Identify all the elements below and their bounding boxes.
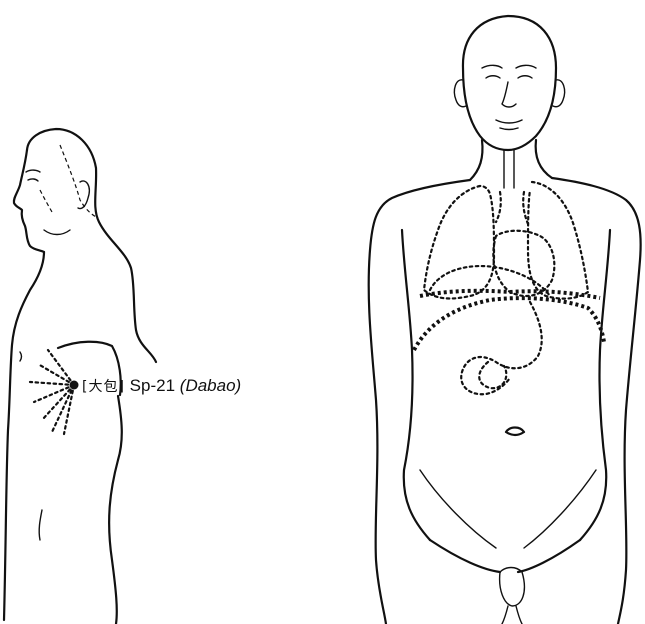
side-figure-brow <box>26 170 40 172</box>
acupoint-code: Sp-21 <box>130 376 175 395</box>
side-figure-chest-outline <box>4 252 44 620</box>
front-figure-left-lung <box>424 186 494 298</box>
side-figure-torso-side <box>109 396 122 624</box>
front-figure-right-shoulder-arm <box>552 178 641 624</box>
front-figure-heart <box>493 231 554 296</box>
side-figure-ear <box>78 181 89 209</box>
acupoint-pinyin: (Dabao) <box>180 376 241 395</box>
front-figure-mouth <box>496 120 522 130</box>
side-figure-eye <box>28 179 38 181</box>
front-figure-groin <box>430 540 580 572</box>
front-view-figure <box>369 16 641 624</box>
front-figure-nose <box>502 82 516 107</box>
acupoint-rib-lines <box>30 350 74 434</box>
side-figure-jaw <box>44 230 70 235</box>
acupoint-chinese-name: [大包] <box>82 379 125 395</box>
acupoint-label: [大包] Sp-21 (Dabao) <box>82 376 241 397</box>
side-figure-nipple-mark <box>20 352 22 361</box>
front-figure-eyes <box>486 76 532 78</box>
front-figure-inner-legs <box>502 606 522 624</box>
front-figure-neck-right <box>536 140 552 178</box>
side-figure-abdomen-mark <box>39 510 42 540</box>
front-figure-right-lung <box>528 182 588 299</box>
front-figure-navel <box>506 428 524 436</box>
acupoint-marker <box>70 381 79 390</box>
front-figure-brows <box>482 65 536 68</box>
front-figure-trachea <box>504 150 514 188</box>
side-figure-face-meridian <box>40 190 52 212</box>
front-figure-vessels <box>496 192 528 224</box>
front-figure-neck-left <box>470 140 483 180</box>
front-figure-left-torso <box>402 230 430 540</box>
front-figure-genitals <box>500 568 525 607</box>
front-figure-right-torso <box>580 230 610 540</box>
front-figure-rib-margin <box>414 298 604 350</box>
front-figure-hip-lines <box>420 470 596 548</box>
front-figure-left-shoulder-arm <box>369 180 470 624</box>
side-figure-back-outline <box>27 129 156 362</box>
front-figure-stomach <box>461 302 541 394</box>
side-figure-face-outline <box>14 150 44 252</box>
